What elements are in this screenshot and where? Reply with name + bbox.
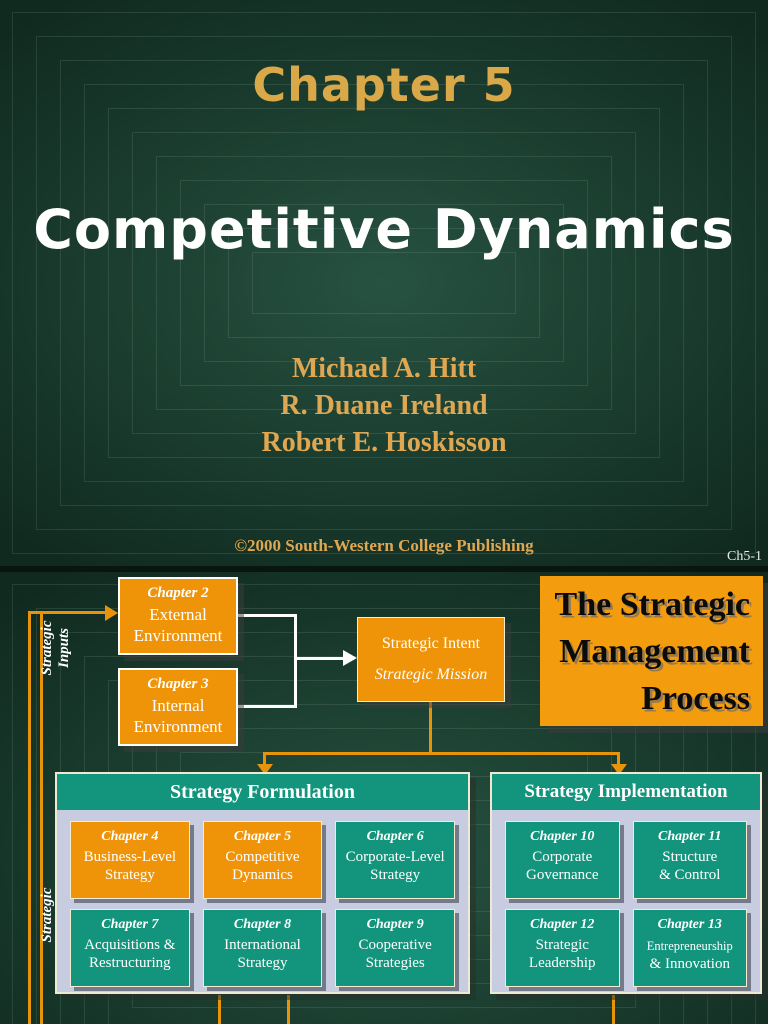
chapter-13-box: Chapter 13 Entrepreneurship & Innovation [632,909,747,987]
chapter-5-box: Chapter 5 Competitive Dynamics [202,821,323,899]
strategy-formulation-panel: Strategy Formulation Chapter 4 Business-… [55,772,470,994]
chapter-4-box: Chapter 4 Business-Level Strategy [70,821,190,899]
connector-internal-to-intent [238,705,297,708]
chapter-10-box: Chapter 10 Corporate Governance [505,821,620,899]
implementation-grid: Chapter 10 Corporate Governance Chapter … [492,810,760,996]
arrow-down-icon [257,764,273,775]
chapter-11-box: Chapter 11 Structure & Control [632,821,747,899]
chapter-9-box: Chapter 9 Cooperative Strategies [335,909,455,987]
connector-external-to-intent [238,614,297,617]
chapter-8-box: Chapter 8 International Strategy [202,909,323,987]
slide-separator [0,566,768,572]
author-name: R. Duane Ireland [280,390,488,421]
chapter-7-box: Chapter 7 Acquisitions & Restructuring [70,909,190,987]
connector-to-formulation [263,752,266,766]
connector-to-implementation [617,752,620,766]
arrow-down-icon [611,764,627,775]
connector-feedback-vertical-2 [40,611,43,1024]
process-slide: The Strategic Management Process Strateg… [0,572,768,1024]
arrow-right-icon [105,605,118,621]
chapter-label: Chapter 5 [252,58,516,112]
arrow-right-icon [343,650,357,666]
strategic-intent-box: Strategic Intent Strategic Mission [357,617,505,702]
external-environment-box: Chapter 2 External Environment [118,577,238,655]
authors-block: Michael A. Hitt R. Duane Ireland Robert … [0,350,768,461]
connector-join-vertical [294,614,297,708]
connector-feedback-vertical-1 [28,611,31,1024]
chapter-6-box: Chapter 6 Corporate-Level Strategy [335,821,455,899]
connector-formulation-out-1 [218,995,221,1024]
title-slide: Chapter 5 Competitive Dynamics Michael A… [0,0,768,566]
connector-formulation-out-2 [287,995,290,1024]
connector-feedback-horizontal [28,611,106,614]
process-heading: The Strategic Management Process [540,576,763,726]
connector-distribution [263,752,620,755]
author-name: Robert E. Hoskisson [261,427,507,458]
copyright-line: ©2000 South-Western College Publishing [234,536,534,555]
strategy-implementation-panel: Strategy Implementation Chapter 10 Corpo… [490,772,762,994]
slide-title: Competitive Dynamics [33,198,735,261]
strategy-implementation-header: Strategy Implementation [492,774,760,810]
connector-intent-down [429,702,432,754]
chapter-12-box: Chapter 12 Strategic Leadership [505,909,620,987]
process-heading-line: Management [559,632,750,670]
strategic-inputs-label: Strategic Inputs [39,620,72,676]
process-heading-line: Process [641,679,750,717]
connector-implementation-out [612,995,615,1024]
slide-number: Ch5-1 [727,549,762,564]
internal-environment-box: Chapter 3 Internal Environment [118,668,238,746]
formulation-grid: Chapter 4 Business-Level Strategy Chapte… [57,810,468,996]
connector-intent-shaft [294,657,344,660]
process-heading-line: The Strategic [554,585,750,623]
author-name: Michael A. Hitt [291,353,477,384]
strategy-formulation-header: Strategy Formulation [57,774,468,810]
